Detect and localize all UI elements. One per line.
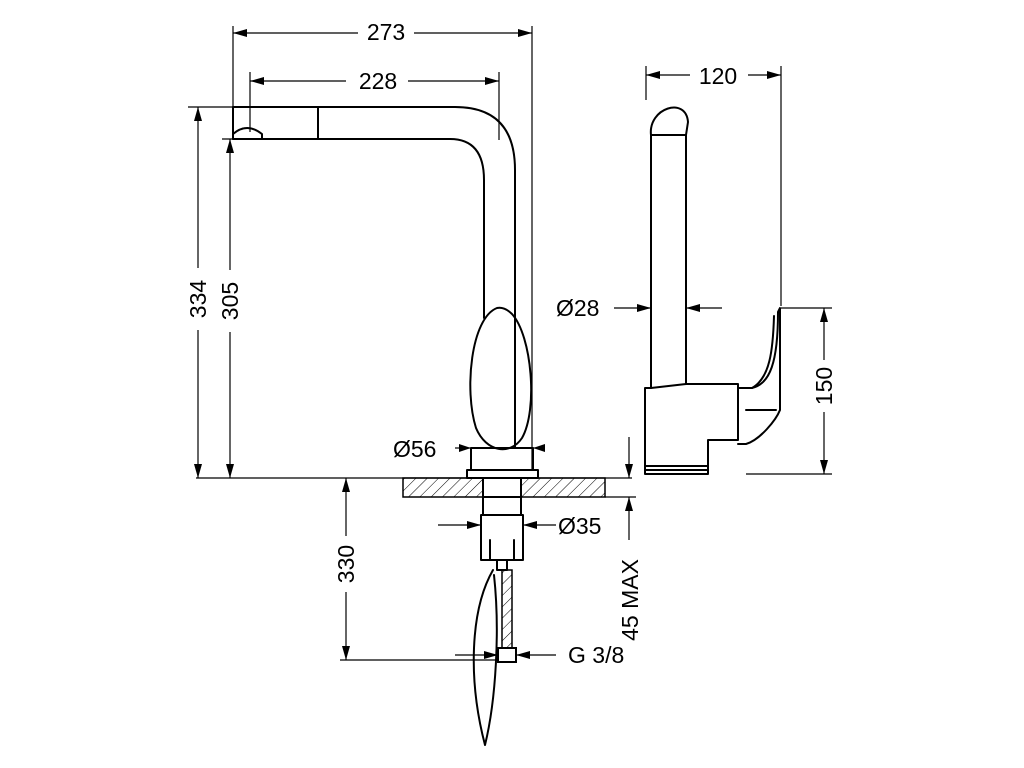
dim-body-diameter: Ø28 xyxy=(556,295,599,321)
side-body-column xyxy=(650,134,687,389)
hose-fitting xyxy=(497,647,517,663)
dimension-lines: 273 228 120 334 305 xyxy=(184,16,838,668)
spout-tube-inner xyxy=(232,138,485,319)
side-base-foot xyxy=(644,465,709,475)
lever-handle xyxy=(469,306,533,451)
dim-overall-height: 334 xyxy=(185,280,211,319)
dim-max-deck-thickness: 45 MAX xyxy=(617,559,643,641)
mounting-nut xyxy=(480,514,524,561)
spout-tube xyxy=(232,106,516,449)
spray-nozzle xyxy=(232,127,263,140)
dim-spout-height: 305 xyxy=(217,282,243,320)
side-top-cap xyxy=(649,106,689,136)
braided-hose xyxy=(501,569,513,649)
front-view xyxy=(196,106,632,746)
dim-shank-diameter: Ø35 xyxy=(558,513,601,539)
dim-connection-thread: G 3/8 xyxy=(568,642,624,668)
body-base xyxy=(466,447,539,479)
dim-overall-width: 273 xyxy=(367,19,405,45)
mounting-stud xyxy=(496,559,508,571)
shank xyxy=(482,477,522,516)
dim-hose-length: 330 xyxy=(333,545,359,583)
side-view xyxy=(644,106,781,475)
spray-head xyxy=(232,106,319,140)
dim-lever-height: 150 xyxy=(811,367,837,405)
dim-spout-reach: 228 xyxy=(359,68,397,94)
deck-slab-right xyxy=(520,477,606,498)
side-base xyxy=(644,383,739,471)
pullout-hose xyxy=(472,569,498,746)
dim-base-diameter: Ø56 xyxy=(393,436,436,462)
deck-slab-left xyxy=(402,477,484,498)
side-lever-edge xyxy=(745,315,777,411)
dim-side-depth: 120 xyxy=(699,63,737,89)
side-lever xyxy=(737,307,781,445)
